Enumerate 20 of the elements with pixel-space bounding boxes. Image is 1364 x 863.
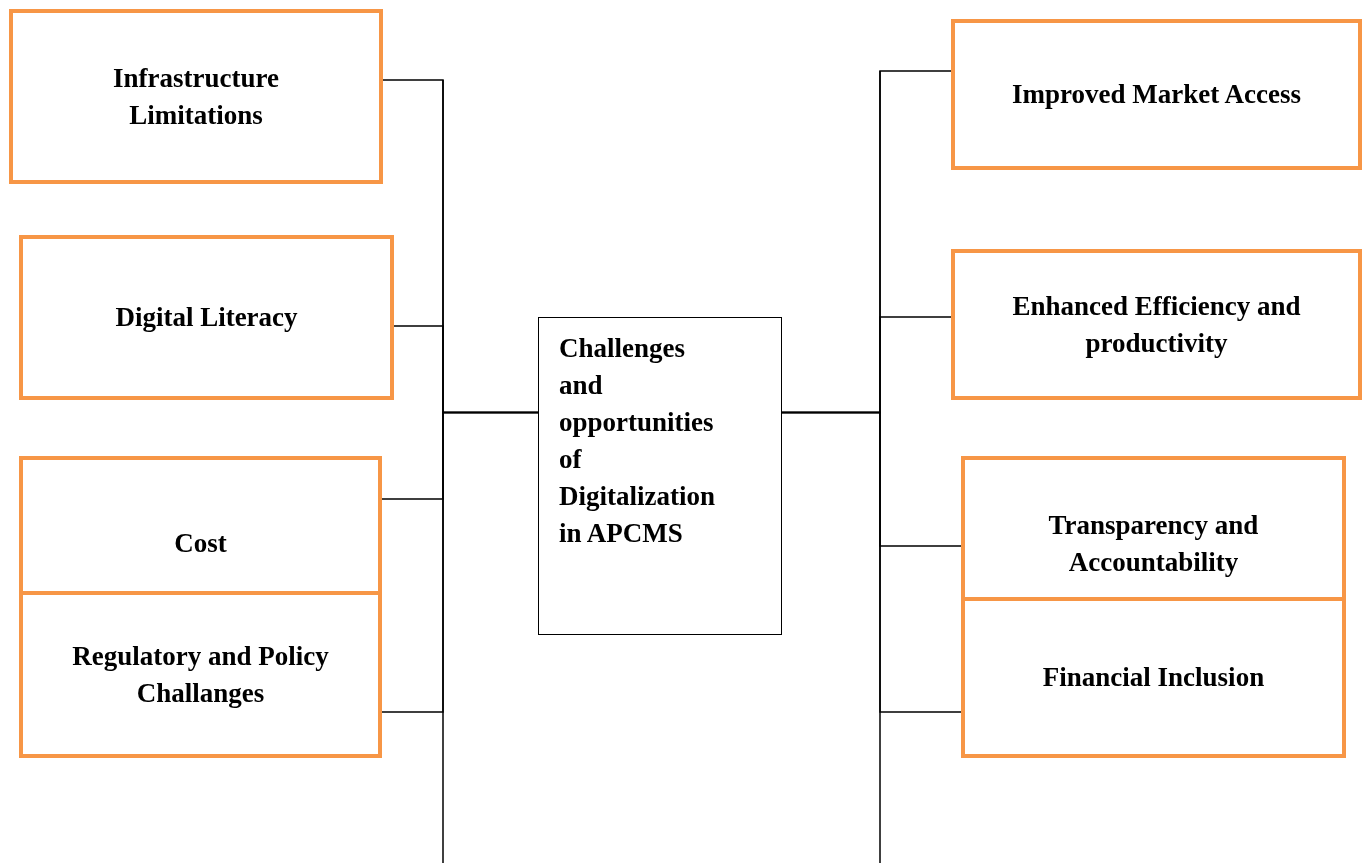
topic-label: Regulatory and Policy Challanges [71, 639, 330, 710]
topic-label: Cost [174, 527, 227, 560]
topic-label: Digital Literacy [115, 301, 298, 334]
connector-line [781, 411, 962, 713]
central-box [538, 317, 782, 635]
topic-box [19, 591, 382, 758]
connector-line [381, 411, 539, 713]
topic-label: Infrastructure Limitations [112, 61, 280, 132]
topic-box [9, 9, 383, 184]
central-title: Challenges and opportunities of Digitalization in APCMS [559, 332, 716, 550]
topic-box [19, 456, 382, 591]
topic-label: Transparency and Accountability [1047, 508, 1260, 579]
topic-box [951, 249, 1362, 400]
topic-box [951, 19, 1362, 170]
topic-label: Improved Market Access [1012, 78, 1301, 111]
topic-box [961, 456, 1346, 597]
topic-label: Financial Inclusion [1042, 661, 1265, 694]
topic-box [19, 235, 394, 400]
topic-label: Enhanced Efficiency and productivity [1011, 289, 1302, 360]
topic-box [961, 597, 1346, 758]
